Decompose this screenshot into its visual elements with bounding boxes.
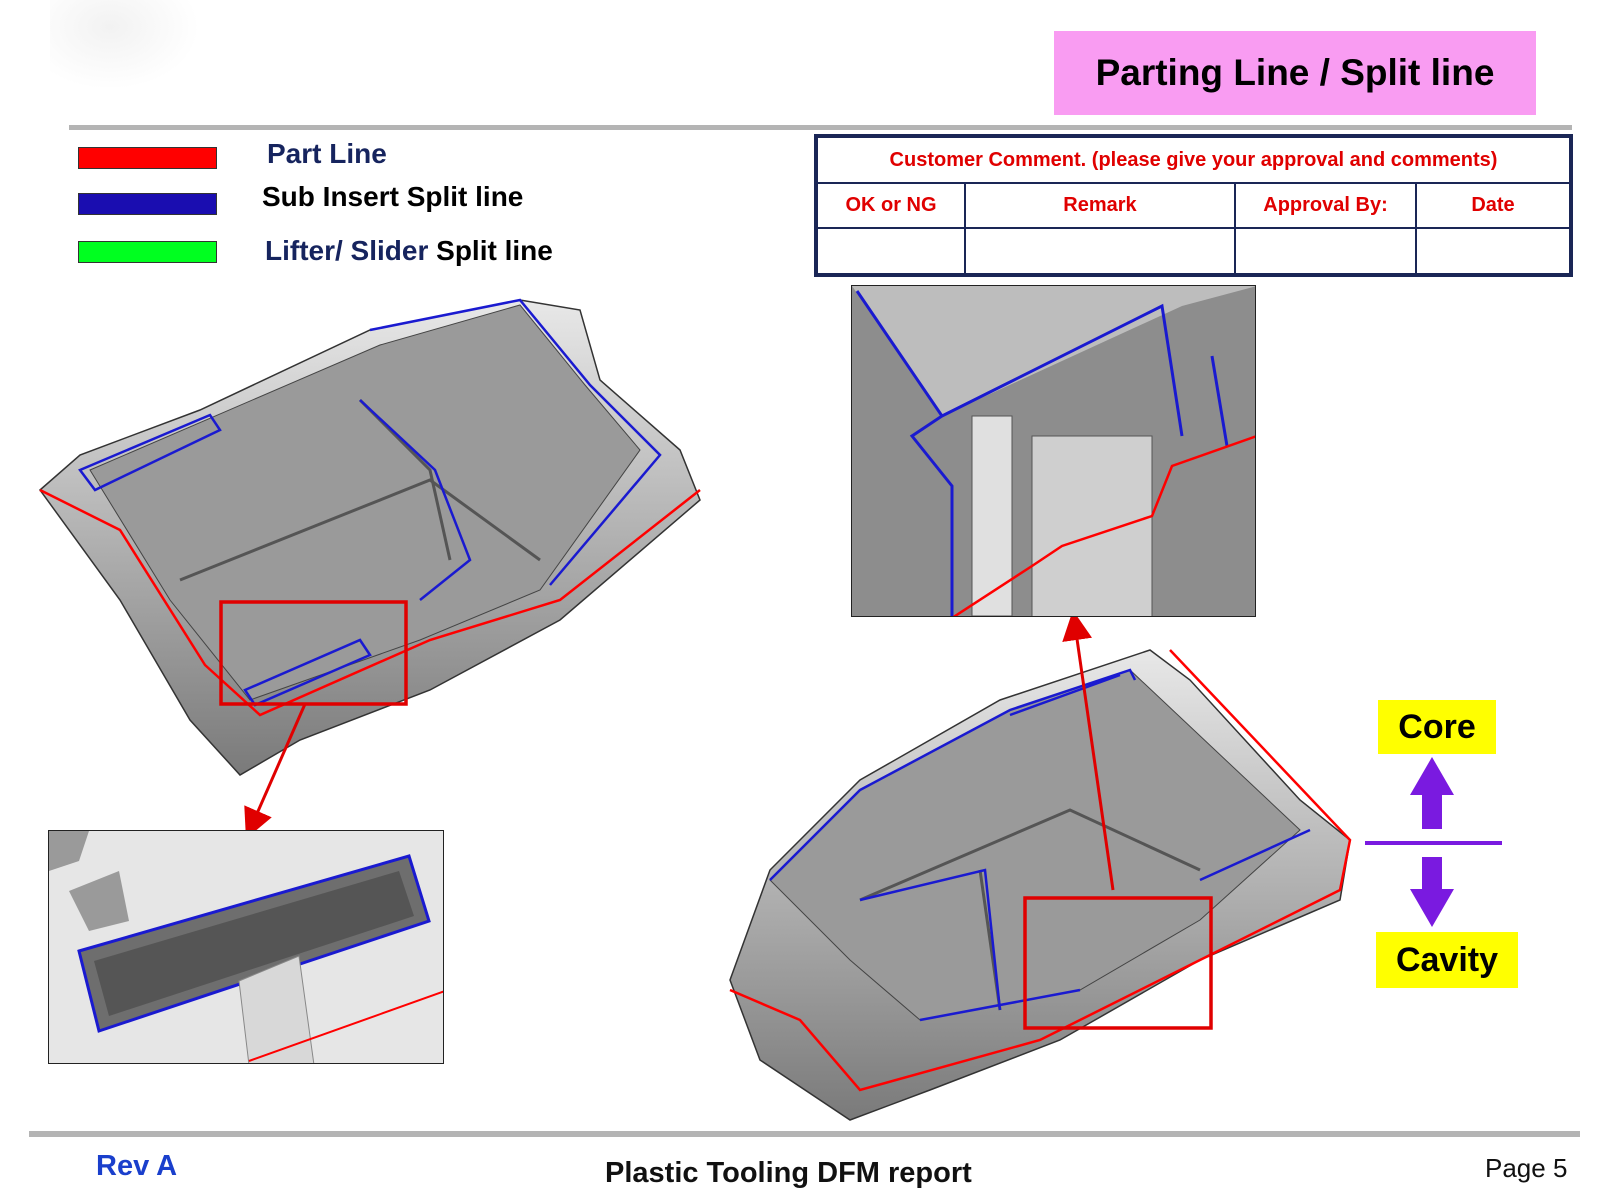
cell-date[interactable] xyxy=(1415,227,1572,276)
legend-swatch-lifter-slider xyxy=(78,241,217,263)
col-ok-ng: OK or NG xyxy=(815,182,966,229)
legend-label-lifter-slider: Lifter/ Slider Split line xyxy=(265,235,553,267)
page-title: Parting Line / Split line xyxy=(1054,31,1536,115)
detail-drawing xyxy=(49,831,443,1063)
col-remark: Remark xyxy=(964,182,1236,229)
footer-divider xyxy=(29,1131,1580,1137)
part-view-top-left xyxy=(38,298,701,839)
detail-inset-sub-insert xyxy=(48,830,444,1064)
logo-watermark xyxy=(50,0,200,90)
legend-label-part-line: Part Line xyxy=(267,138,387,169)
table-title: Customer Comment. (please give your appr… xyxy=(815,135,1572,184)
cell-remark[interactable] xyxy=(964,227,1236,276)
col-date: Date xyxy=(1415,182,1572,229)
revision-label: Rev A xyxy=(96,1150,178,1182)
cell-approval-by[interactable] xyxy=(1234,227,1417,276)
legend-label-sub-insert: Sub Insert Split line xyxy=(262,181,524,212)
arrow-down-icon xyxy=(1410,857,1454,927)
legend-swatch-sub-insert xyxy=(78,193,217,215)
header-divider xyxy=(69,125,1572,130)
legend-label-split-part: Split line xyxy=(436,235,553,266)
detail-drawing xyxy=(852,286,1255,616)
cavity-label: Cavity xyxy=(1376,932,1518,988)
col-approval-by: Approval By: xyxy=(1234,182,1417,229)
legend-label-lifter-part: Lifter/ Slider xyxy=(265,235,429,266)
core-label: Core xyxy=(1378,700,1496,754)
part-view-bottom-right xyxy=(729,610,1352,1121)
detail-inset-lifter xyxy=(851,285,1256,617)
report-title: Plastic Tooling DFM report xyxy=(605,1157,972,1189)
cell-ok-ng[interactable] xyxy=(815,227,966,276)
arrow-up-icon xyxy=(1410,757,1454,829)
legend-swatch-part-line xyxy=(78,147,217,169)
core-cavity-arrows xyxy=(1365,757,1502,927)
customer-comment-table: Customer Comment. (please give your appr… xyxy=(814,134,1573,277)
page-number: Page 5 xyxy=(1485,1153,1568,1183)
